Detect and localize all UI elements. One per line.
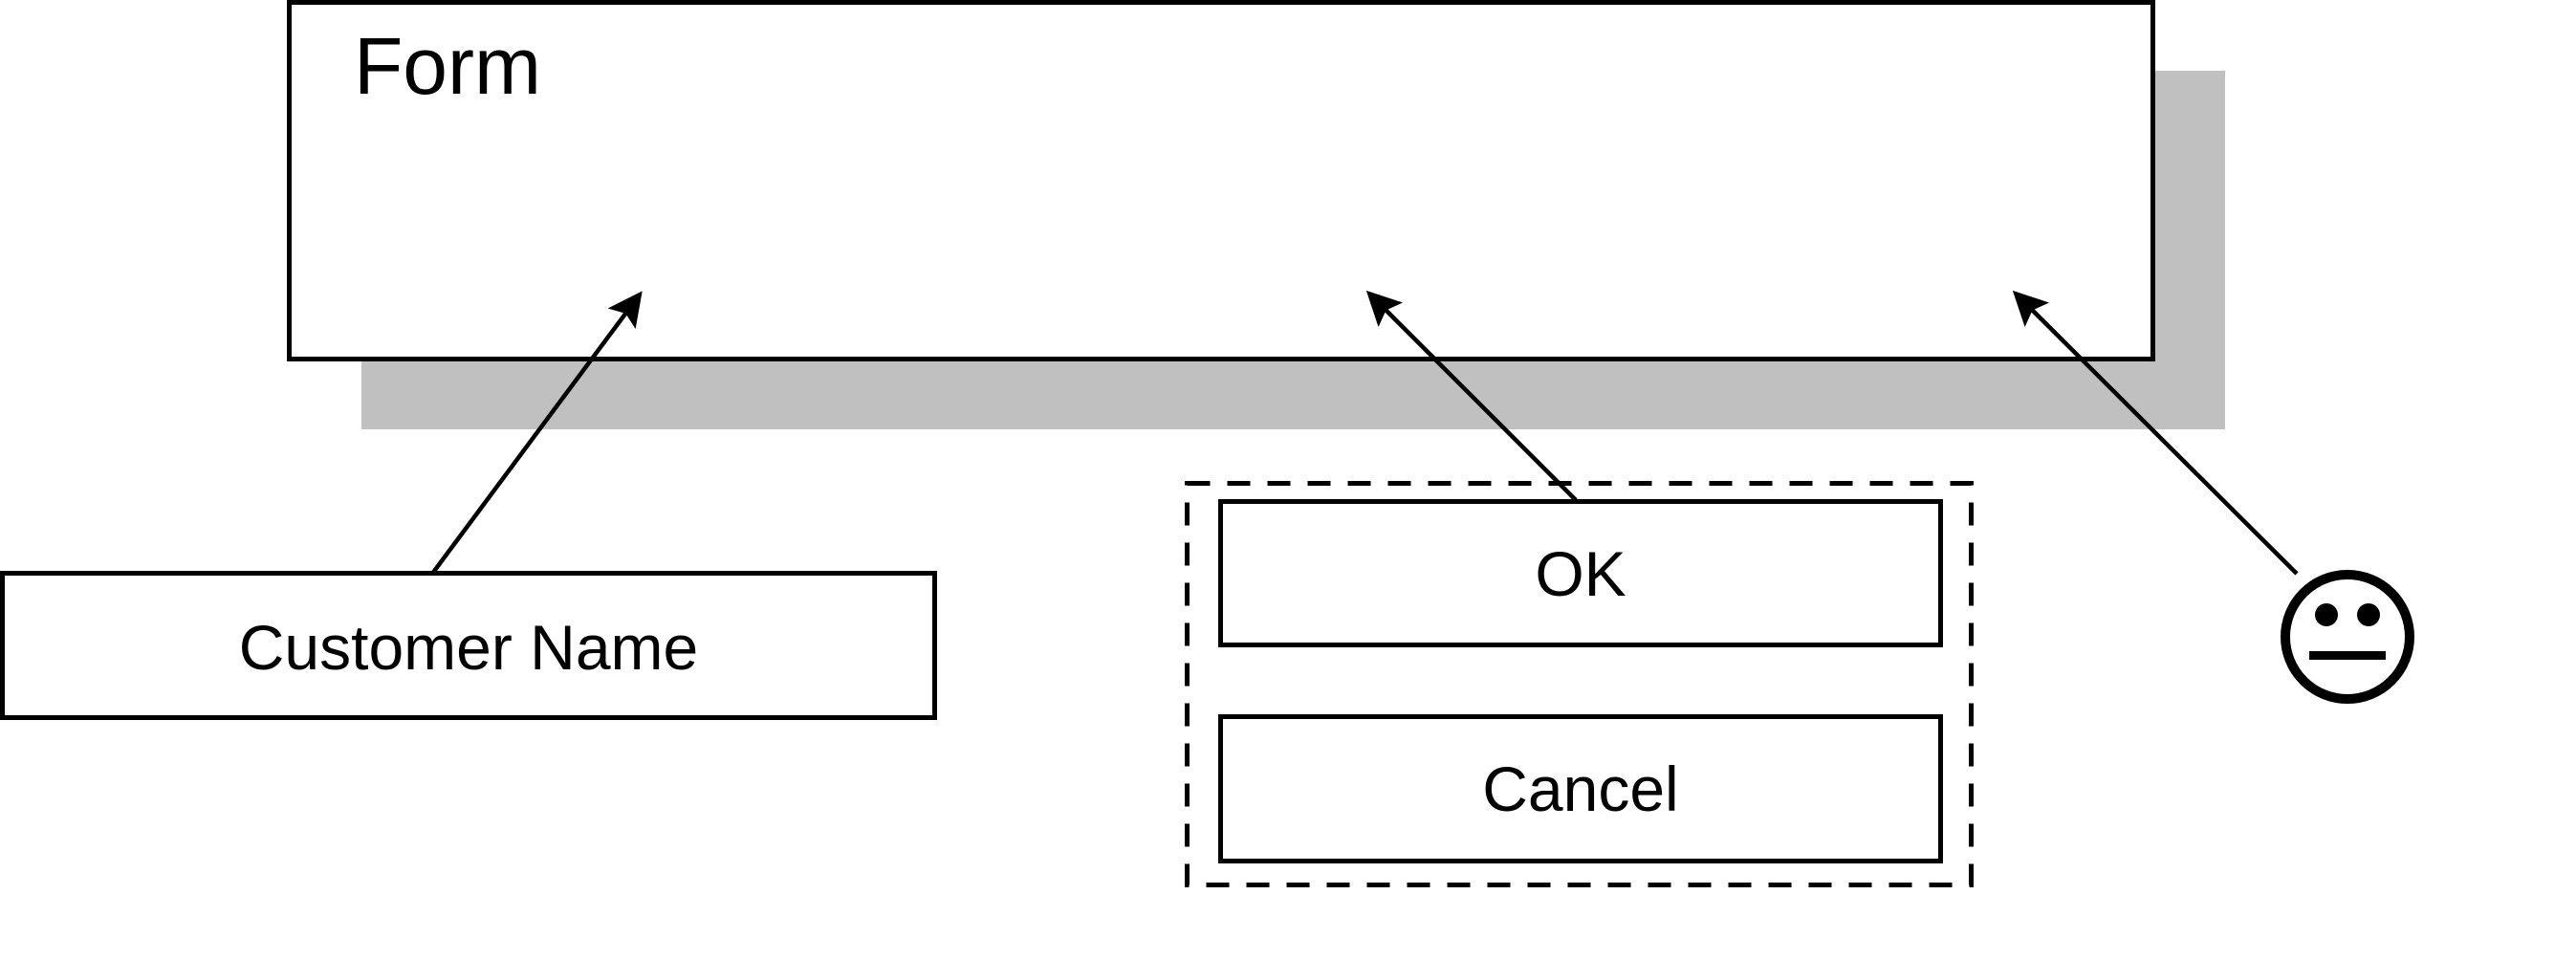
form-container[interactable]: Form (287, 0, 2155, 361)
form-title: Form (354, 21, 541, 111)
customer-name-label: Customer Name (238, 612, 699, 683)
cancel-button[interactable]: Cancel (1218, 714, 1943, 863)
face-right-eye (2357, 603, 2380, 626)
ok-button[interactable]: OK (1218, 499, 1943, 647)
face-left-eye (2315, 603, 2338, 626)
neutral-face-icon[interactable] (2281, 570, 2414, 704)
ok-button-label: OK (1535, 537, 1626, 609)
face-outline (2281, 570, 2414, 704)
face-mouth (2309, 651, 2386, 660)
cancel-button-label: Cancel (1482, 753, 1679, 824)
customer-name-field[interactable]: Customer Name (0, 571, 937, 720)
